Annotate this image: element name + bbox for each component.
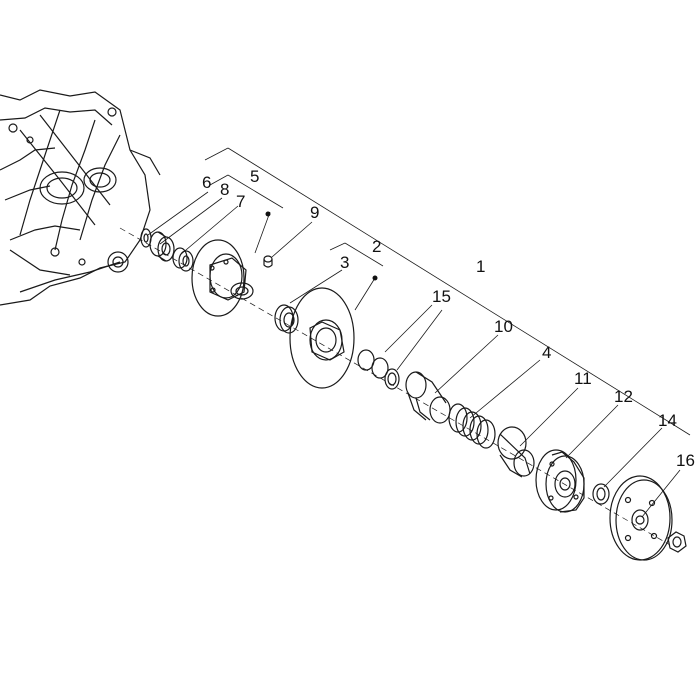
part-7-bearing	[172, 247, 194, 272]
part-2-marker-dot	[372, 275, 378, 281]
part-4-spring	[448, 403, 496, 449]
part-15-o-rings	[357, 349, 389, 379]
part-16-clutch-bell	[609, 475, 673, 561]
group-bracket-1	[204, 147, 691, 436]
part-7-marker-dot	[265, 211, 271, 217]
group-bracket-5	[209, 174, 284, 209]
callout-labels: 6 8 5 7 9 2 3 1 15 10 4 11 12 14 16	[202, 167, 695, 470]
part-3-bearing	[274, 304, 299, 334]
part-spacer-ring	[384, 368, 400, 390]
callout-16: 16	[676, 451, 695, 470]
callout-6: 6	[202, 173, 211, 192]
callout-10: 10	[494, 317, 513, 336]
callout-4: 4	[542, 343, 551, 362]
part-11-cover	[497, 426, 535, 478]
part-10-sleeve	[405, 371, 451, 424]
part-nut	[667, 531, 687, 553]
part-9-pin	[263, 255, 273, 268]
shaft-axis-line	[119, 227, 671, 546]
callout-15: 15	[432, 287, 451, 306]
callout-7: 7	[236, 192, 245, 211]
part-5-pulley-half	[191, 239, 254, 317]
callout-1: 1	[476, 257, 485, 276]
callout-8: 8	[220, 180, 229, 199]
part-8-bushing	[149, 231, 175, 262]
callout-14: 14	[658, 411, 677, 430]
part-14-ring	[592, 483, 610, 505]
callout-11: 11	[574, 369, 592, 388]
callout-2: 2	[372, 237, 381, 256]
group-bracket-2	[329, 242, 384, 267]
callout-9: 9	[310, 203, 319, 222]
crankcase-housing	[0, 89, 161, 306]
callout-12: 12	[614, 387, 633, 406]
callout-5: 5	[250, 167, 259, 186]
part-12-clutch	[535, 449, 585, 513]
leader-lines	[147, 191, 681, 518]
part-2-movable-pulley	[289, 287, 355, 389]
callout-3: 3	[340, 253, 349, 272]
